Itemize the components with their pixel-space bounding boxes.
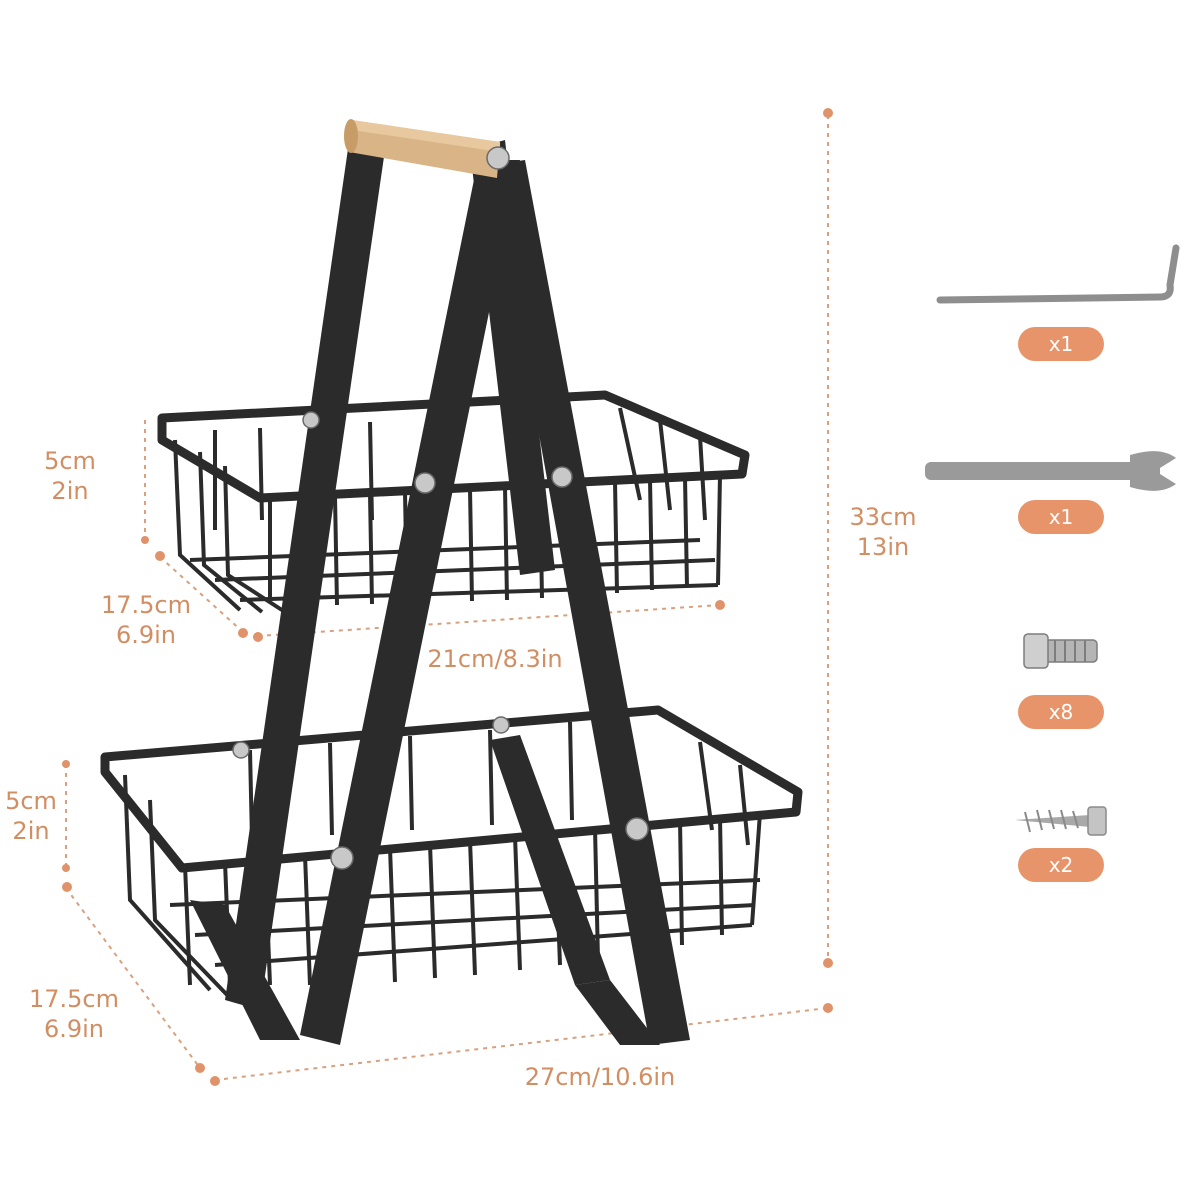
dimension-lines [65, 115, 829, 1081]
bolt-qty-badge: x8 [1018, 695, 1104, 729]
frame-leg-front-left [300, 160, 520, 1045]
top-depth-cm: 17.5cm [100, 591, 191, 619]
frame-leg-back-lower [490, 735, 610, 985]
bottom-depth-label: 17.5cm 6.9in [14, 984, 134, 1044]
bottom-depth-cm: 17.5cm [28, 985, 119, 1013]
bottom-height-label: 5cm 2in [0, 786, 62, 846]
total-height-in: 13in [856, 533, 910, 561]
screw-icon [1015, 806, 1107, 836]
top-width-line [257, 604, 721, 637]
total-height-label: 33cm 13in [838, 502, 928, 562]
wrench-icon [925, 451, 1176, 491]
top-width-label: 21cm/8.3in [410, 644, 580, 674]
frame-bolts [232, 146, 649, 870]
allen-key-icon [936, 244, 1180, 304]
top-height-cm: 5cm [44, 447, 96, 475]
bottom-width-label: 27cm/10.6in [505, 1062, 695, 1092]
wooden-handle [344, 119, 500, 178]
bottom-width-value: 27cm/10.6in [524, 1063, 676, 1091]
top-width-value: 21cm/8.3in [427, 645, 563, 673]
allen-key-qty-badge: x1 [1018, 327, 1104, 361]
top-height-label: 5cm 2in [30, 446, 110, 506]
wrench-qty-badge: x1 [1018, 500, 1104, 534]
top-depth-line [159, 556, 244, 633]
top-depth-label: 17.5cm 6.9in [86, 590, 206, 650]
dimension-dots [62, 108, 833, 1086]
top-height-in: 2in [51, 477, 89, 505]
bottom-depth-in: 6.9in [43, 1015, 105, 1043]
bottom-height-cm: 5cm [5, 787, 57, 815]
bottom-depth-line [65, 887, 201, 1069]
bolt-icon [1023, 633, 1098, 669]
bottom-height-in: 2in [12, 817, 50, 845]
frame-leg-back-left [225, 135, 385, 1010]
total-height-cm: 33cm [849, 503, 917, 531]
screw-qty-badge: x2 [1018, 848, 1104, 882]
bottom-basket [100, 705, 803, 1002]
bottom-width-line [214, 1007, 829, 1081]
top-depth-in: 6.9in [115, 621, 177, 649]
